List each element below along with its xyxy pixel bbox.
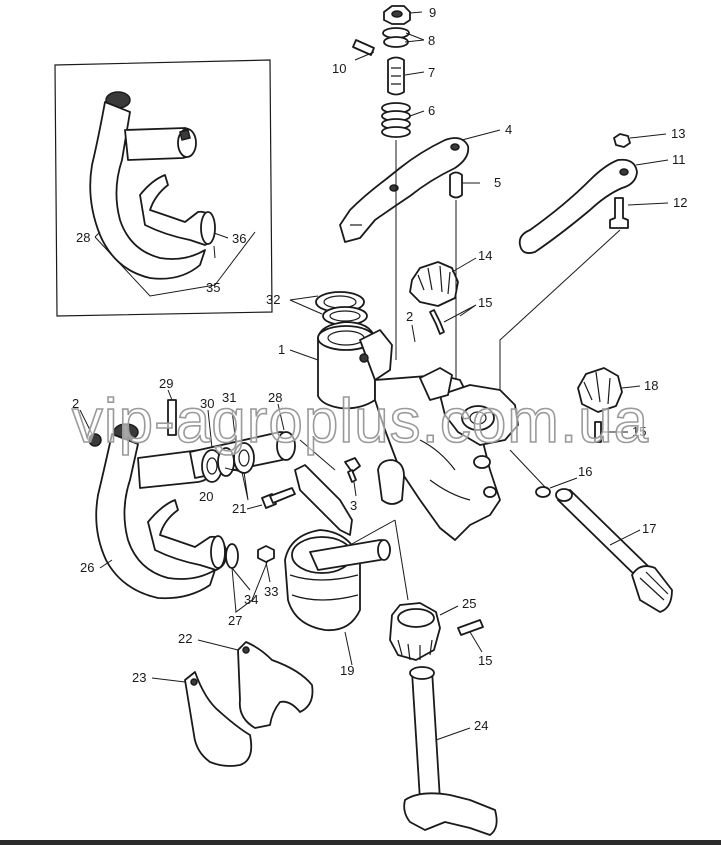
pin-29 xyxy=(167,399,177,436)
callout-6: 6 xyxy=(428,103,435,118)
washers-8 xyxy=(382,27,410,48)
callout-8: 8 xyxy=(428,33,435,48)
callout-24: 24 xyxy=(474,718,488,733)
gear-25 xyxy=(389,602,441,661)
callout-35: 35 xyxy=(206,280,220,295)
callout-4: 4 xyxy=(505,122,512,137)
callout-33: 33 xyxy=(264,584,278,599)
pin-10 xyxy=(352,39,375,56)
inset-frame xyxy=(54,59,273,317)
gear-18 xyxy=(577,367,623,413)
callout-numbers: 9 8 10 7 6 4 5 13 11 12 14 15 32 1 2 18 … xyxy=(72,5,687,733)
callout-5: 5 xyxy=(494,175,501,190)
shaft-17 xyxy=(555,488,673,613)
inset-leaders xyxy=(94,231,256,297)
callout-28-inset: 28 xyxy=(76,230,90,245)
inset-fork-lever xyxy=(89,91,216,280)
sleeve-7 xyxy=(387,56,405,96)
callout-27: 27 xyxy=(228,613,242,628)
shaft-24 xyxy=(403,666,498,836)
bottom-border xyxy=(0,840,721,845)
callout-29: 29 xyxy=(159,376,173,391)
callout-30: 30 xyxy=(200,396,214,411)
callout-13: 13 xyxy=(671,126,685,141)
callout-18: 18 xyxy=(644,378,658,393)
bolt-12 xyxy=(609,197,629,229)
callout-28: 28 xyxy=(268,390,282,405)
flange-19 xyxy=(284,529,391,632)
callout-25: 25 xyxy=(462,596,476,611)
callout-32: 32 xyxy=(266,292,280,307)
bolt-21 xyxy=(261,487,296,509)
lever-4 xyxy=(339,137,470,243)
plate-20 xyxy=(294,464,353,536)
callout-14: 14 xyxy=(478,248,492,263)
pin-15-right xyxy=(594,421,602,443)
plate-22 xyxy=(237,641,314,729)
callout-31: 31 xyxy=(222,390,236,405)
leader-lines xyxy=(79,11,669,741)
callout-10: 10 xyxy=(332,61,346,76)
plate-23 xyxy=(184,671,253,767)
callout-19: 19 xyxy=(340,663,354,678)
ball-2-left xyxy=(88,433,102,447)
nut-9 xyxy=(383,5,411,25)
callout-16: 16 xyxy=(578,464,592,479)
bolt-cam-3 xyxy=(344,457,361,483)
lever-11 xyxy=(518,158,638,254)
callout-22: 22 xyxy=(178,631,192,646)
pin-15-bottom xyxy=(457,619,484,636)
assembly-axes xyxy=(299,140,621,601)
callout-15-upper: 15 xyxy=(478,295,492,310)
callout-23: 23 xyxy=(132,670,146,685)
boss-3 xyxy=(377,459,405,505)
callout-17: 17 xyxy=(642,521,656,536)
callout-7: 7 xyxy=(428,65,435,80)
nut-33 xyxy=(257,545,275,563)
washer-16 xyxy=(535,486,551,498)
washers-30-31 xyxy=(201,442,255,483)
bushing-5 xyxy=(449,171,463,199)
washer-34 xyxy=(225,543,239,569)
gear-14 xyxy=(409,261,459,335)
callout-15-right: 15 xyxy=(632,424,646,439)
callout-21: 21 xyxy=(232,501,246,516)
callout-36: 36 xyxy=(232,231,246,246)
callout-15-bottom: 15 xyxy=(478,653,492,668)
callout-34: 34 xyxy=(244,592,258,607)
spring-6 xyxy=(381,102,411,138)
callout-3: 3 xyxy=(350,498,357,513)
callout-12: 12 xyxy=(673,195,687,210)
callout-20: 20 xyxy=(199,489,213,504)
callout-9: 9 xyxy=(429,5,436,20)
washers-32 xyxy=(315,291,368,326)
housing-1 xyxy=(317,321,519,541)
callout-26: 26 xyxy=(80,560,94,575)
callout-11: 11 xyxy=(672,152,686,167)
callout-1: 1 xyxy=(278,342,285,357)
nut-13 xyxy=(613,133,631,148)
callout-2-upper: 2 xyxy=(406,309,413,324)
callout-2-left: 2 xyxy=(72,396,79,411)
